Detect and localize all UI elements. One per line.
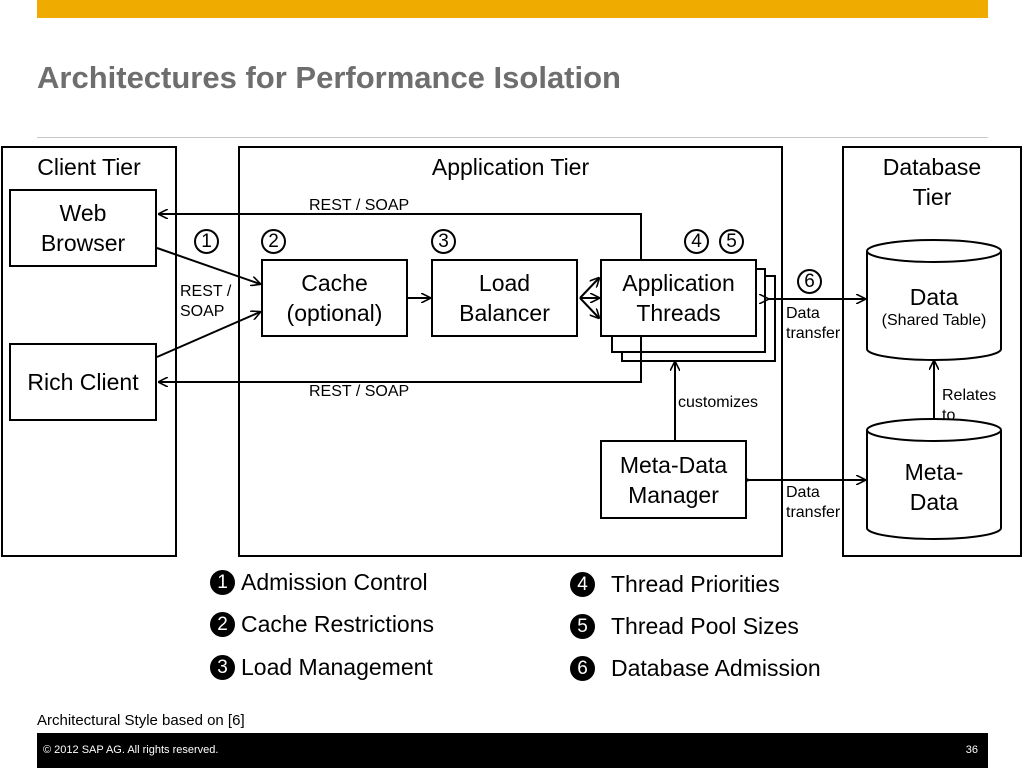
legend-item-4: 4 Thread Priorities (570, 571, 780, 598)
legend-badge-2: 2 (210, 612, 235, 637)
rest-soap-bottom-label: REST / SOAP (309, 383, 410, 400)
legend-badge-4: 4 (570, 572, 595, 597)
badge-4: 4 (684, 229, 709, 254)
meta-data-cylinder-label: Meta- Data (904, 459, 964, 515)
meta-data-manager-node: Meta-Data Manager (600, 440, 747, 519)
data-transfer-label-2: Data transfer (786, 484, 841, 521)
legend-badge-6: 6 (570, 656, 595, 681)
web-to-cache-arrow (156, 247, 260, 284)
rest-soap-top-label: REST / SOAP (309, 197, 410, 214)
page-number: 36 (965, 744, 978, 756)
web-browser-node: Web Browser (9, 189, 157, 267)
legend-badge-5: 5 (570, 614, 595, 639)
data-cylinder (866, 239, 1002, 361)
slide-title: Architectures for Performance Isolation (37, 60, 621, 95)
application-threads-node: Application Threads (600, 259, 757, 337)
data-cylinder-subtitle: (Shared Table) (881, 312, 987, 329)
badge-3: 3 (431, 229, 456, 254)
legend-label-2: Cache Restrictions (241, 611, 435, 637)
customizes-label: customizes (678, 394, 759, 411)
rich-to-cache-arrow (156, 312, 260, 358)
data-cylinder-label: Data (Shared Table) (867, 283, 1001, 331)
badge-1: 1 (194, 229, 219, 254)
legend-item-2: 2 Cache Restrictions (210, 611, 434, 638)
balancer-fanout-top (579, 278, 599, 299)
footer-bar: © 2012 SAP AG. All rights reserved. 36 (37, 733, 988, 768)
rest-to-rich-client-arrow (159, 332, 642, 382)
copyright-text: © 2012 SAP AG. All rights reserved. (43, 744, 219, 756)
legend-label-1: Admission Control (241, 569, 428, 595)
footnote: Architectural Style based on [6] (37, 712, 245, 729)
legend-label-3: Load Management (241, 654, 433, 680)
accent-bar (37, 0, 988, 18)
client-tier-title: Client Tier (37, 154, 141, 180)
data-transfer-label-1: Data transfer (786, 305, 841, 342)
legend-label-5: Thread Pool Sizes (611, 613, 799, 639)
cache-node: Cache (optional) (261, 259, 408, 337)
balancer-fanout-bottom (579, 297, 599, 318)
legend-item-6: 6 Database Admission (570, 655, 821, 682)
badge-5: 5 (719, 229, 744, 254)
load-balancer-node: Load Balancer (431, 259, 578, 337)
legend-item-1: 1 Admission Control (210, 569, 428, 596)
meta-data-cylinder (866, 418, 1002, 540)
relates-to-label: Relates to (942, 387, 997, 423)
title-divider (37, 137, 988, 138)
rest-soap-side-label: REST / SOAP (180, 283, 232, 320)
rest-to-web-browser-arrow (159, 214, 642, 262)
legend-item-3: 3 Load Management (210, 654, 433, 681)
legend-label-6: Database Admission (611, 655, 821, 681)
data-cylinder-title: Data (909, 284, 959, 310)
legend-item-5: 5 Thread Pool Sizes (570, 613, 799, 640)
application-tier-title: Application Tier (431, 154, 590, 180)
legend-label-4: Thread Priorities (611, 571, 780, 597)
badge-6: 6 (797, 269, 822, 294)
badge-2: 2 (261, 229, 286, 254)
rich-client-node: Rich Client (9, 343, 157, 421)
legend-badge-3: 3 (210, 655, 235, 680)
legend-badge-1: 1 (210, 570, 235, 595)
database-tier-title: Database Tier (882, 154, 982, 210)
